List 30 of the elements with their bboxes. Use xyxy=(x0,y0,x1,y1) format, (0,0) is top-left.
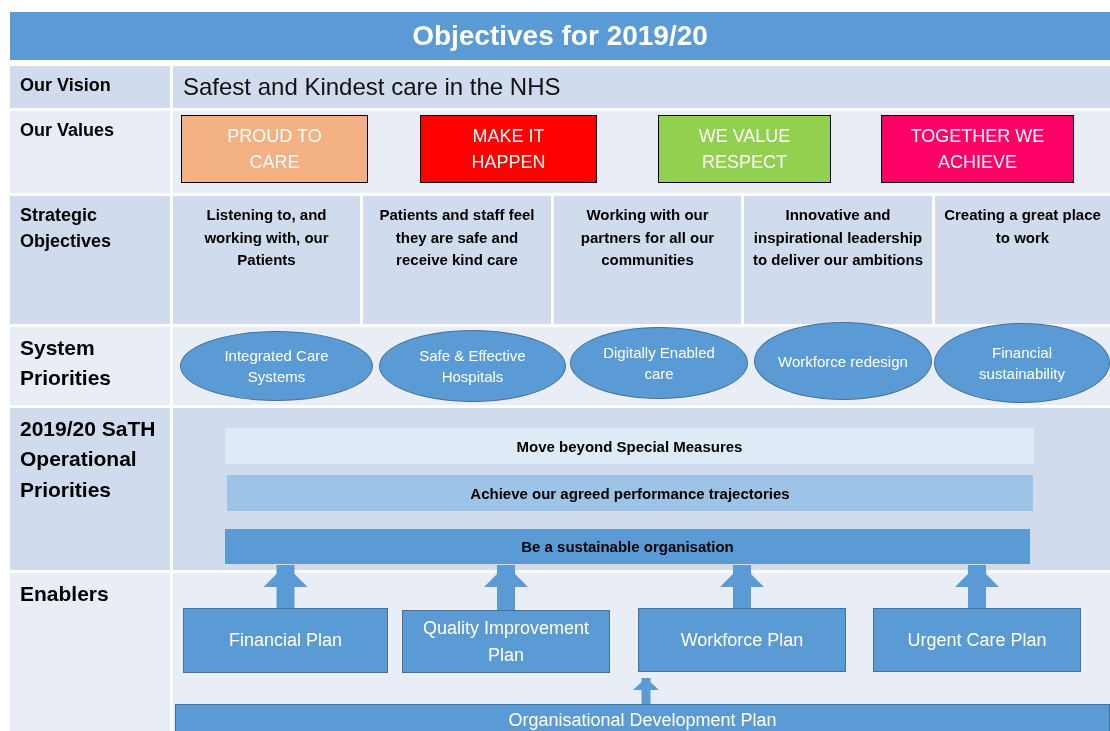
value-box: WE VALUE RESPECT xyxy=(658,115,831,183)
objective-cell: Listening to, and working with, our Patients xyxy=(173,196,360,324)
plan-box: Quality Improvement Plan xyxy=(402,610,610,673)
row-header: Enablers xyxy=(10,573,170,731)
objective-cell: Innovative and inspirational leadership to deliver our ambitions xyxy=(744,196,932,324)
row-header: System Priorities xyxy=(10,327,170,405)
title-banner: Objectives for 2019/20 xyxy=(10,12,1110,60)
value-box: MAKE IT HAPPEN xyxy=(420,115,597,183)
block-arrow xyxy=(633,678,659,704)
priority-bar: Achieve our agreed performance trajectories xyxy=(227,475,1033,511)
priority-bar: Be a sustainable organisation xyxy=(225,529,1030,564)
row-header: Our Values xyxy=(10,111,170,193)
plan-box: Urgent Care Plan xyxy=(873,608,1081,672)
row-header: 2019/20 SaTH Operational Priorities xyxy=(10,408,170,570)
value-box: TOGETHER WE ACHIEVE xyxy=(881,115,1074,183)
value-box: PROUD TO CARE xyxy=(181,115,368,183)
plan-bar: Organisational Development Plan xyxy=(175,704,1110,731)
row-header: Strategic Objectives xyxy=(10,196,170,324)
block-arrow xyxy=(484,565,528,610)
objective-cell: Working with our partners for all our communities xyxy=(554,196,741,324)
block-arrow xyxy=(263,565,308,608)
block-arrow xyxy=(720,565,764,608)
plan-box: Financial Plan xyxy=(183,608,388,673)
row-header: Our Vision xyxy=(10,66,170,108)
priority-bar: Move beyond Special Measures xyxy=(225,428,1034,464)
objective-cell: Patients and staff feel they are safe and receive kind care xyxy=(363,196,551,324)
block-arrow xyxy=(955,565,999,608)
vision-statement: Safest and Kindest care in the NHS xyxy=(173,66,1110,108)
objective-cell: Creating a great place to work xyxy=(935,196,1110,324)
plan-box: Workforce Plan xyxy=(638,608,846,672)
